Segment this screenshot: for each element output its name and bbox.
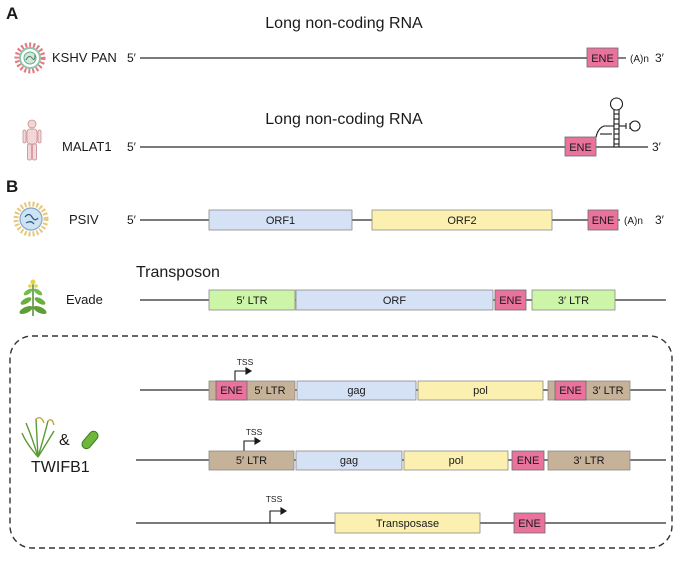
- psiv-ene-label: ENE: [592, 215, 615, 227]
- kshv-label: KSHV PAN: [52, 50, 117, 65]
- psiv-ene-box: [587, 209, 619, 231]
- psiv-orf2-label: ORF2: [447, 215, 476, 227]
- psiv-label: PSIV: [69, 212, 99, 227]
- kshv-three-prime: 3′: [655, 51, 665, 65]
- kshv-title: Long non-coding RNA: [265, 15, 423, 32]
- twifb1-row2-ltr3-box: [547, 450, 631, 471]
- psiv-orf1-label: ORF1: [266, 215, 295, 227]
- evade-ltr3-label: 3′ LTR: [558, 295, 589, 307]
- kshv-five-prime: 5′: [127, 51, 137, 65]
- twifb1-row3-ene-label: ENE: [518, 518, 541, 530]
- twifb1-row1-ene-left-box: [215, 380, 248, 401]
- plant-icon: [19, 279, 47, 316]
- psiv-tail-mask: [620, 212, 654, 228]
- twifb1-ampersand: &: [59, 432, 70, 449]
- psiv-orf2-box: [371, 209, 553, 231]
- twifb1-row3-transposase-label: Transposase: [376, 518, 439, 530]
- evade-ene-box: [494, 289, 527, 311]
- twifb1-row1-ene-right-label: ENE: [559, 385, 582, 397]
- evade-ltr5-label: 5′ LTR: [236, 295, 267, 307]
- virus-icon: [14, 42, 46, 74]
- tss-arrow-icon: [234, 367, 253, 381]
- panel-b-letter: B: [6, 177, 18, 196]
- twifb1-row3-tss: TSS: [266, 494, 283, 504]
- twifb1-row2-ltr5-label: 5′ LTR: [236, 455, 267, 467]
- malat1-ene-box: [564, 136, 597, 157]
- malat1-title: Long non-coding RNA: [265, 111, 423, 128]
- stem-loop-structure: [595, 97, 641, 147]
- kshv-ene-label: ENE: [591, 53, 614, 65]
- twifb1-row2-tss: TSS: [246, 427, 263, 437]
- twifb1-row1-ltr3-label: 3′ LTR: [592, 385, 623, 397]
- evade-title: Transposon: [136, 264, 220, 281]
- malat1-five-prime: 5′: [127, 140, 137, 154]
- kshv-polya: (A)n: [630, 54, 649, 65]
- twifb1-row1-pol-box: [417, 380, 544, 401]
- malat1-ene-label: ENE: [569, 142, 592, 154]
- twifb1-row1-ene-right-box: [554, 380, 587, 401]
- malat1-three-prime: 3′: [652, 140, 662, 154]
- psiv-five-prime: 5′: [127, 213, 137, 227]
- bacterium-icon: [81, 430, 99, 450]
- twifb1-row2-ltr3-label: 3′ LTR: [573, 455, 604, 467]
- evade-orf-box: [295, 289, 494, 311]
- evade-orf-label: ORF: [383, 295, 407, 307]
- evade-ltr5-box: [208, 289, 296, 311]
- virus-icon: [13, 201, 49, 237]
- psiv-polya: (A)n: [624, 216, 643, 227]
- twifb1-row2-pol-box: [403, 450, 509, 471]
- twifb1-row2-gag-label: gag: [340, 455, 358, 467]
- twifb1-row1-tss: TSS: [237, 357, 254, 367]
- psiv-three-prime: 3′: [655, 213, 665, 227]
- twifb1-row2-ltr5-box: [208, 450, 295, 471]
- twifb1-row1-pol-label: pol: [473, 385, 488, 397]
- panel-a-letter: A: [6, 4, 18, 23]
- evade-ltr3-box: [531, 289, 616, 311]
- evade-label: Evade: [66, 292, 103, 307]
- psiv-orf1-box: [208, 209, 353, 231]
- twifb1-row2-gag-box: [295, 450, 403, 471]
- rice-plant-icon: [21, 416, 55, 458]
- kshv-ene-box: [586, 47, 619, 68]
- malat1-label: MALAT1: [62, 139, 112, 154]
- human-icon: [22, 119, 42, 161]
- twifb1-label: TWIFB1: [31, 459, 90, 476]
- twifb1-row2-ene-box: [511, 450, 545, 471]
- twifb1-row2-pol-label: pol: [449, 455, 464, 467]
- tss-arrow-icon: [243, 437, 262, 451]
- twifb1-row1-ene-left-label: ENE: [220, 385, 243, 397]
- twifb1-row3-transposase-box: [334, 512, 481, 534]
- twifb1-row1-gag-box: [296, 380, 417, 401]
- twifb1-group-border: [9, 335, 673, 549]
- tss-arrow-icon: [269, 507, 288, 523]
- twifb1-row3-ene-box: [513, 512, 546, 534]
- twifb1-row2-ene-label: ENE: [517, 455, 540, 467]
- evade-ene-label: ENE: [499, 295, 522, 307]
- twifb1-row1-gag-label: gag: [347, 385, 365, 397]
- twifb1-row1-ltr5-label: 5′ LTR: [254, 385, 285, 397]
